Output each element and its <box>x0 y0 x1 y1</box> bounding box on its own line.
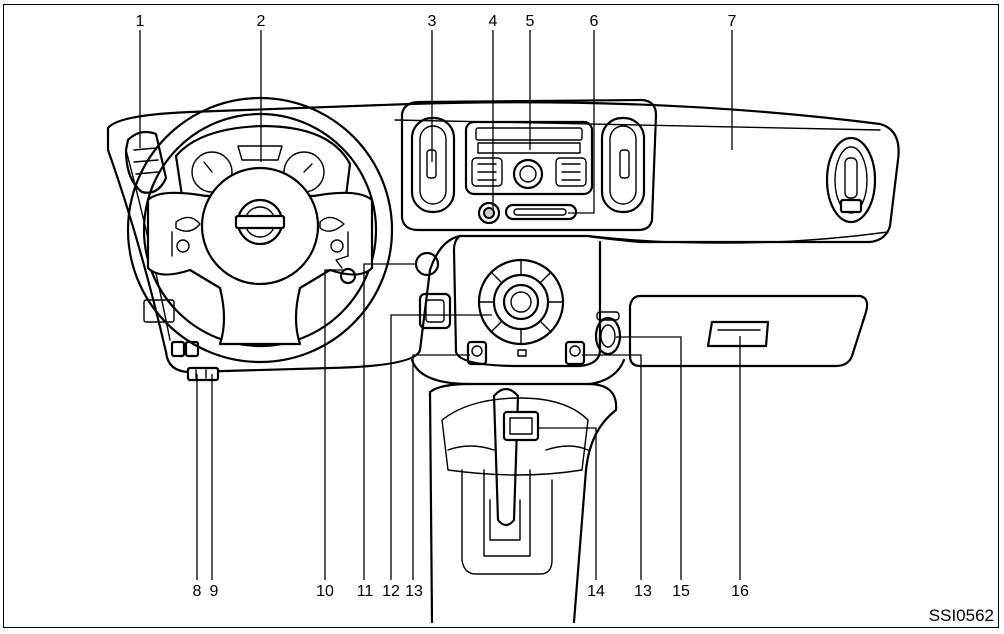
center-vent-left <box>410 116 456 214</box>
callout-2: 2 <box>257 13 266 30</box>
callout-labels-bottom: 8 9 10 11 12 13 14 13 15 16 <box>193 583 749 600</box>
steering-wheel <box>126 96 394 364</box>
center-stack <box>400 98 658 232</box>
figure-frame <box>3 4 999 628</box>
wiper-stalk-knob <box>335 255 357 285</box>
power-outlet <box>594 311 622 356</box>
callout-13-left: 13 <box>405 583 423 600</box>
callout-8: 8 <box>193 583 202 600</box>
ignition-area <box>418 292 452 330</box>
callout-7: 7 <box>728 13 737 30</box>
callout-5: 5 <box>526 13 535 30</box>
center-vent-right <box>600 116 646 214</box>
callout-14: 14 <box>587 583 605 600</box>
start-button <box>414 251 440 277</box>
callout-3: 3 <box>428 13 437 30</box>
figure-code: SSI0562 <box>929 606 994 625</box>
callout-16: 16 <box>731 583 749 600</box>
glove-box-handle <box>706 320 770 348</box>
callout-15: 15 <box>672 583 690 600</box>
lower-left-switches <box>143 299 220 382</box>
audio-system <box>464 120 594 196</box>
callout-12: 12 <box>382 583 400 600</box>
climate-panel <box>452 234 602 368</box>
shift-lever <box>492 387 540 527</box>
hazard-switch <box>477 201 501 225</box>
callout-1: 1 <box>136 13 145 30</box>
callout-9: 9 <box>210 583 219 600</box>
center-console <box>410 358 626 624</box>
glove-box <box>628 294 869 368</box>
callout-11: 11 <box>357 583 374 600</box>
callout-13-right: 13 <box>634 583 652 600</box>
info-display <box>504 203 578 221</box>
callout-4: 4 <box>489 13 498 30</box>
leader-lines <box>139 30 741 580</box>
seat-heater-switch-right <box>564 340 586 366</box>
callout-10: 10 <box>316 583 334 600</box>
callout-6: 6 <box>590 13 599 30</box>
callout-labels-top: 1 2 3 4 5 6 7 <box>136 13 737 30</box>
right-side-vent <box>825 136 877 224</box>
seat-heater-switch-left <box>466 340 488 366</box>
